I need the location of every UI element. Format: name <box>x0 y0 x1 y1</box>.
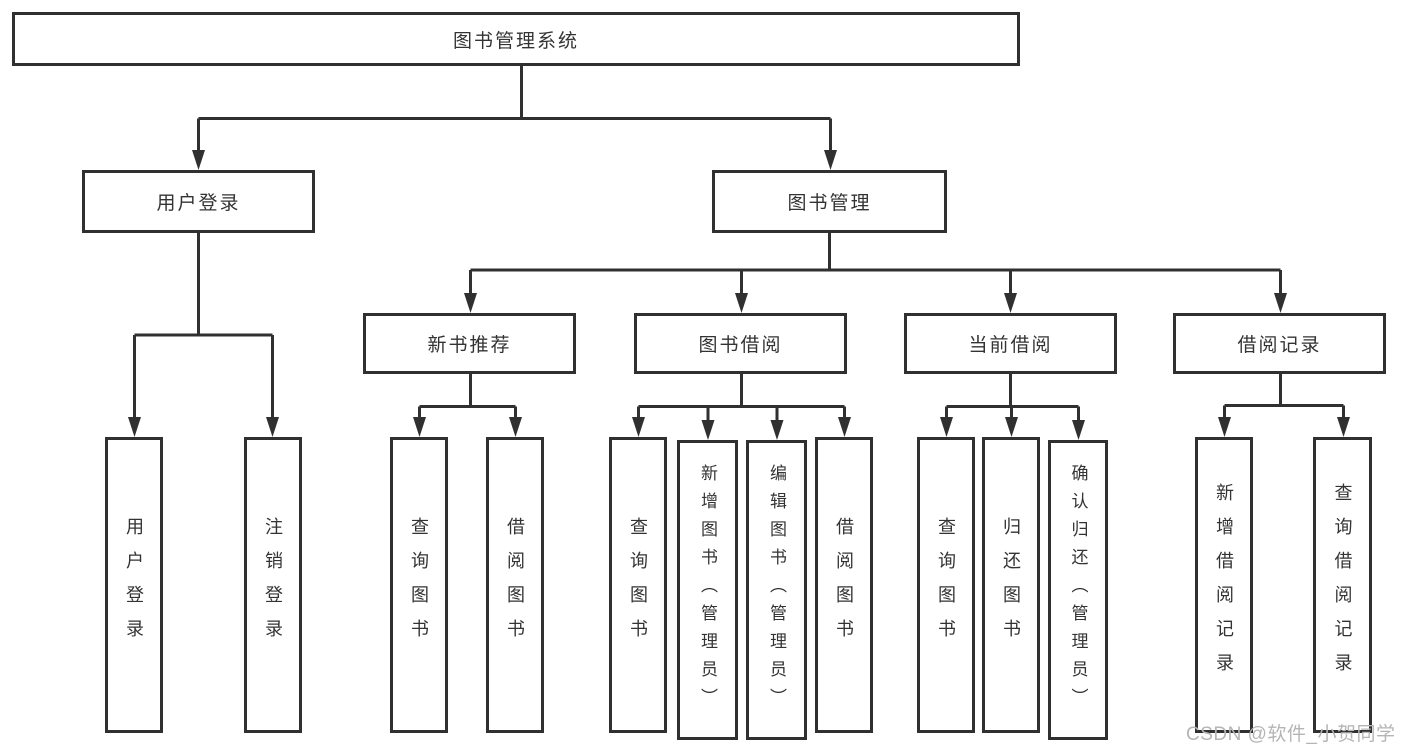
node-book-management: 图书管理 <box>712 170 947 233</box>
leaf-cb-confirm-return-admin: 确认归还（管理员） <box>1048 440 1108 740</box>
node-borrow-records: 借阅记录 <box>1173 313 1386 374</box>
leaf-nbr-query-books: 查询图书 <box>390 437 448 733</box>
arrowheads <box>128 150 1350 440</box>
node-book-borrow: 图书借阅 <box>634 313 847 374</box>
leaf-br-add-record: 新增借阅记录 <box>1195 437 1253 733</box>
leaf-bb-borrow-books: 借阅图书 <box>815 437 873 733</box>
leaf-nbr-borrow-books: 借阅图书 <box>486 437 544 733</box>
leaf-bb-add-books-admin: 新增图书（管理员） <box>677 440 738 740</box>
node-new-book-recommend: 新书推荐 <box>363 313 576 374</box>
leaf-bb-query-books: 查询图书 <box>609 437 667 733</box>
leaf-cb-query-books: 查询图书 <box>917 437 975 733</box>
watermark-text: CSDN @软件_小贺同学 <box>1186 724 1396 745</box>
leaf-br-query-record: 查询借阅记录 <box>1313 437 1372 733</box>
node-library-management-system: 图书管理系统 <box>12 12 1020 66</box>
leaf-bb-edit-books-admin: 编辑图书（管理员） <box>746 440 807 740</box>
leaf-user-login: 用户登录 <box>105 437 163 733</box>
node-current-borrow: 当前借阅 <box>904 313 1117 374</box>
leaf-logout-login: 注销登录 <box>244 437 302 733</box>
leaf-cb-return-books: 归还图书 <box>982 437 1040 733</box>
node-user-login: 用户登录 <box>82 170 315 233</box>
